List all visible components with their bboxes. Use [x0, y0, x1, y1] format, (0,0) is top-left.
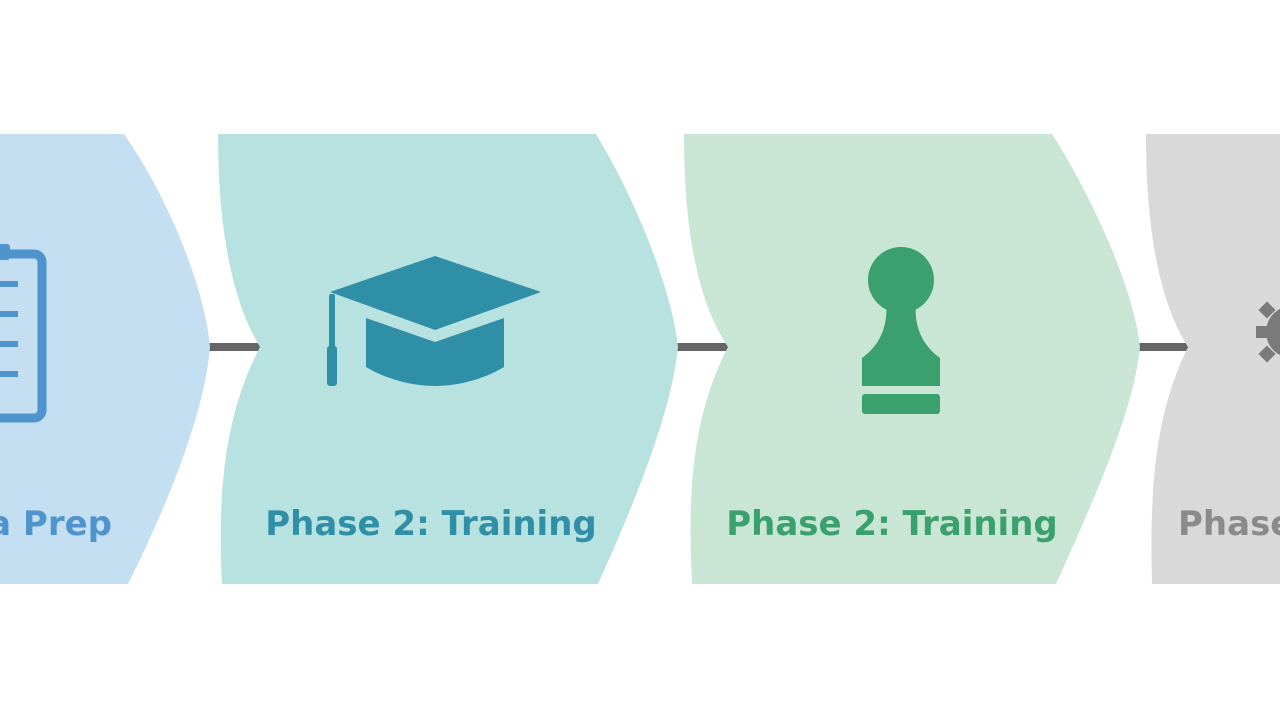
- phase-4-label: Phase: [1178, 504, 1280, 544]
- graduation-cap-icon: [327, 256, 541, 386]
- clipboard-icon: [0, 244, 47, 423]
- phase-1-shape: [0, 134, 210, 584]
- stamp-icon: [862, 247, 940, 414]
- phase-4-shape: [1146, 134, 1280, 584]
- phase-2-label: Phase 2: Training: [265, 504, 597, 544]
- phase-3-label: Phase 2: Training: [726, 504, 1058, 544]
- phase-1-label: Phase 1: Data Prep: [0, 504, 112, 544]
